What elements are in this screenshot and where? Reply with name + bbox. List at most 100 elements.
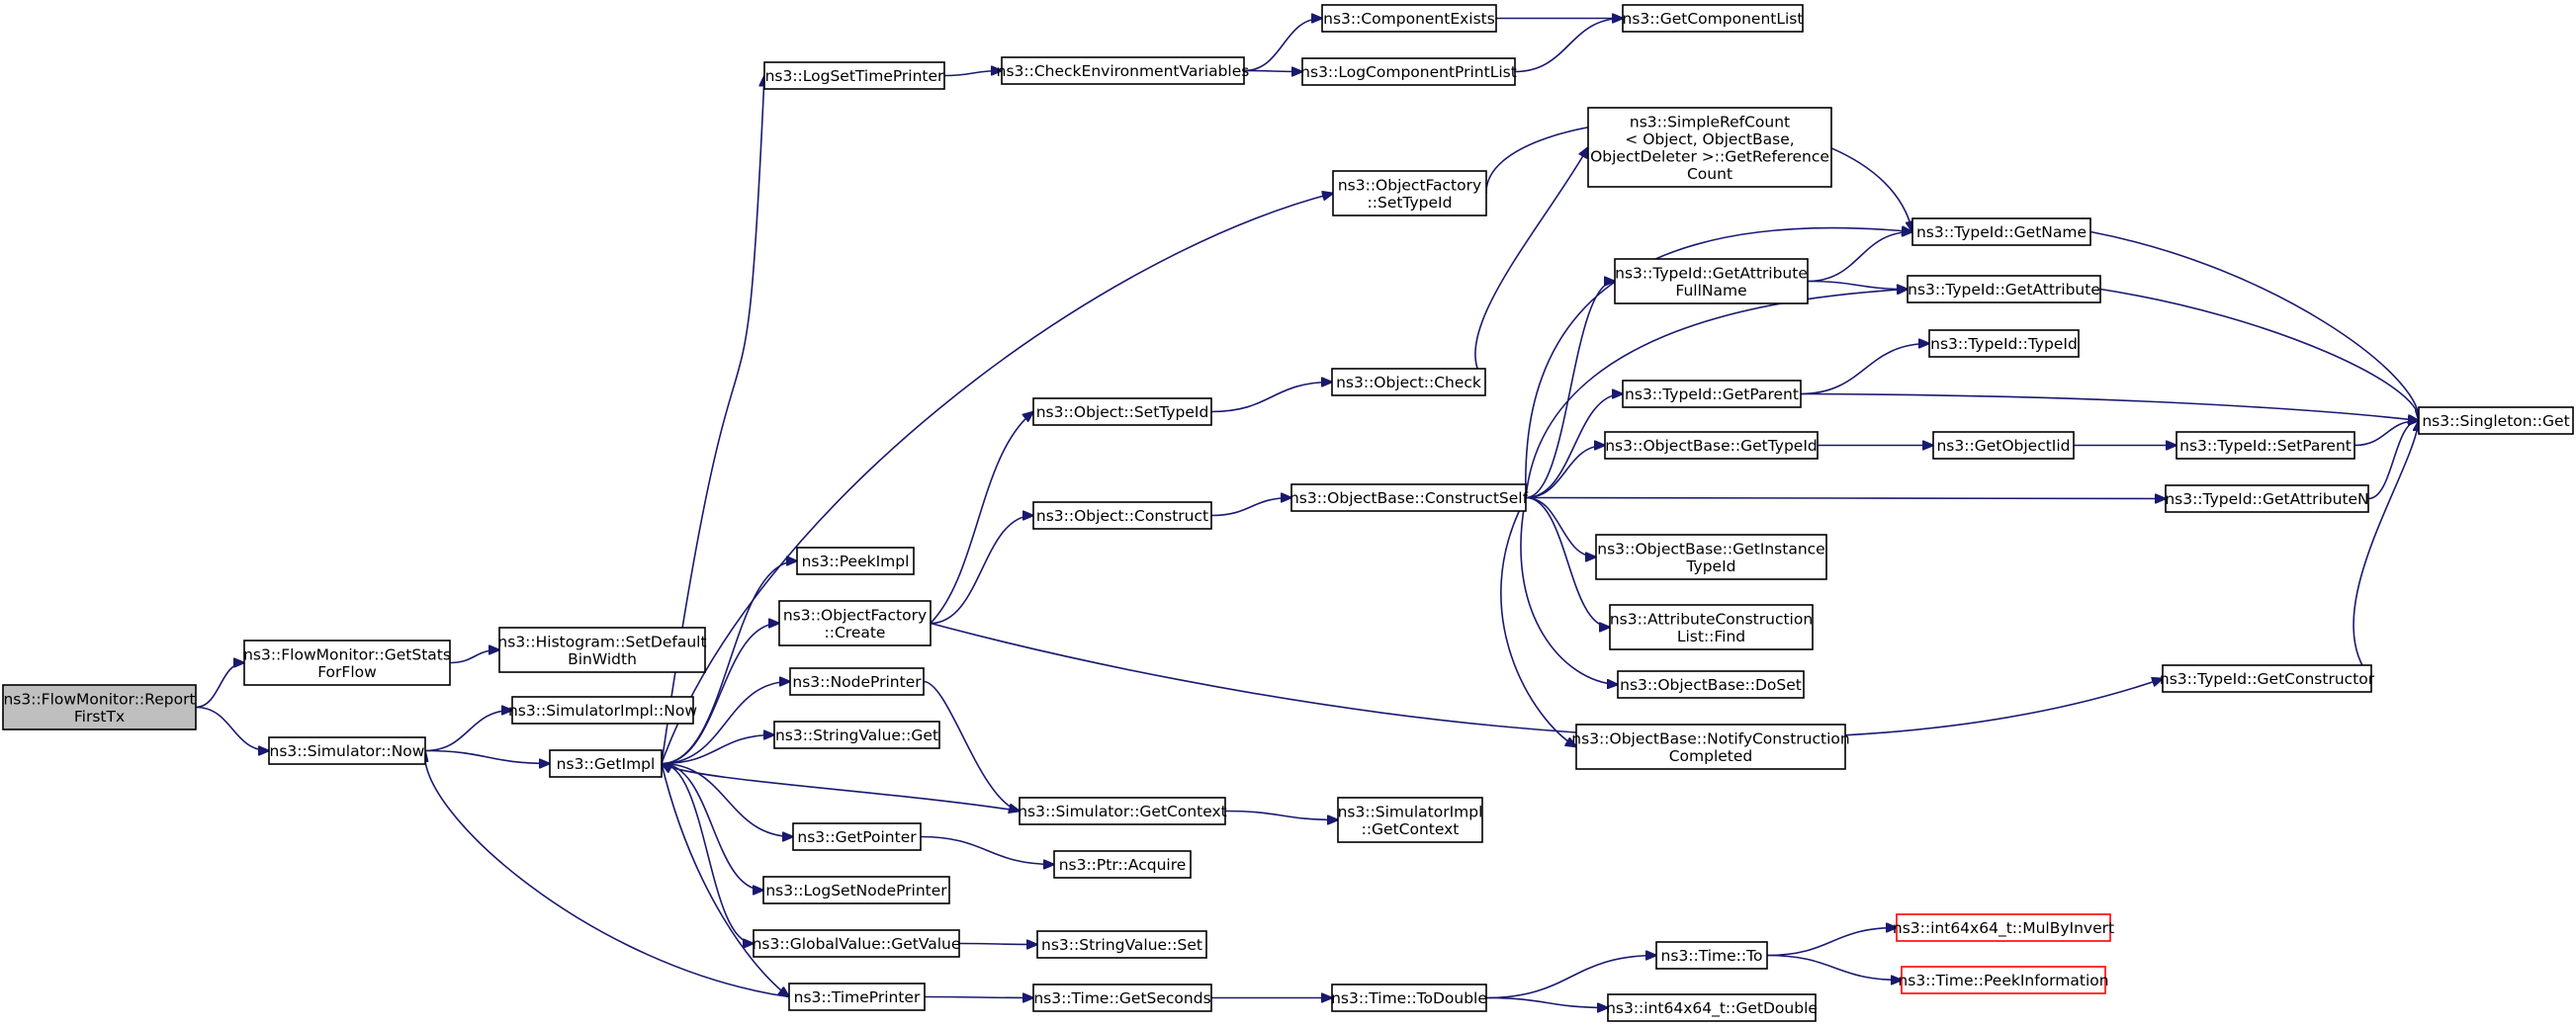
node-objcheck[interactable]: ns3::Object::Check xyxy=(1331,368,1486,396)
edge-timeto-to-peekinfo xyxy=(1766,954,1902,981)
node-label: ns3::ObjectFactory xyxy=(783,606,927,624)
node-box xyxy=(498,627,706,673)
node-timegetsec[interactable]: ns3::Time::GetSeconds xyxy=(1032,984,1212,1012)
edge-checkenv-to-compexists xyxy=(1243,19,1322,72)
edge-getimpl-to-timeprinter xyxy=(661,763,789,997)
node-getcomplist[interactable]: ns3::GetComponentList xyxy=(1622,4,1804,33)
node-peekimpl[interactable]: ns3::PeekImpl xyxy=(796,547,915,575)
node-singletonget[interactable]: ns3::Singleton::Get xyxy=(2418,406,2574,435)
node-box xyxy=(1607,993,1817,1022)
node-label: ns3::TypeId::GetParent xyxy=(1625,385,1799,403)
edge-objconstruct-to-objbaseconstruct xyxy=(1210,498,1291,517)
node-box xyxy=(1301,57,1516,86)
node-logcompprint[interactable]: ns3::LogComponentPrintList xyxy=(1300,57,1517,86)
edge-objbaseconstruct-to-getparent xyxy=(1525,394,1623,499)
node-box xyxy=(1928,329,2080,358)
node-objconstruct[interactable]: ns3::Object::Construct xyxy=(1032,501,1212,530)
node-label: ns3::TimePrinter xyxy=(794,988,921,1006)
edge-getpointer-to-ptracquire xyxy=(920,835,1054,865)
edges-layer xyxy=(195,19,2419,1008)
node-peekinfo[interactable]: ns3::Time::PeekInformation xyxy=(1898,966,2109,994)
node-doset[interactable]: ns3::ObjectBase::DoSet xyxy=(1617,670,1805,699)
node-box xyxy=(1595,534,1827,580)
node-box xyxy=(1331,368,1486,396)
edge-timeto-to-mulbyinvert xyxy=(1766,928,1897,957)
edge-objfactcreate-to-objconstruct xyxy=(930,516,1033,625)
node-label: ns3::Simulator::Now xyxy=(270,742,425,760)
node-box xyxy=(789,667,925,696)
edge-objbaseconstruct-to-getinstancetypeid xyxy=(1525,496,1596,557)
node-objbasegettypeid[interactable]: ns3::ObjectBase::GetTypeId xyxy=(1604,431,1819,460)
node-strvalset[interactable]: ns3::StringValue::Set xyxy=(1036,930,1207,959)
node-box xyxy=(243,640,451,686)
node-simnow[interactable]: ns3::Simulator::Now xyxy=(268,736,426,765)
node-timeto[interactable]: ns3::Time::To xyxy=(1655,941,1768,970)
node-logsetnode[interactable]: ns3::LogSetNodePrinter xyxy=(762,876,950,904)
node-getpointer[interactable]: ns3::GetPointer xyxy=(792,822,922,851)
edge-objbaseconstruct-to-typeidgetattr xyxy=(1525,290,1908,498)
node-label: ns3::ObjectBase::GetInstance xyxy=(1597,540,1824,557)
node-simgetctx[interactable]: ns3::Simulator::GetContext xyxy=(1018,797,1227,825)
node-strvalget[interactable]: ns3::StringValue::Get xyxy=(773,721,940,749)
node-label: ::GetContext xyxy=(1362,820,1460,838)
edge-objbaseconstruct-to-doset xyxy=(1520,497,1618,685)
node-box xyxy=(763,61,945,90)
edge-getimpl-to-objfactsettypeid xyxy=(661,194,1333,764)
node-typeidgetname[interactable]: ns3::TypeId::GetName xyxy=(1911,217,2091,246)
node-getattrn[interactable]: ns3::TypeId::GetAttributeN xyxy=(2165,484,2369,513)
node-getconstructor[interactable]: ns3::TypeId::GetConstructor xyxy=(2160,664,2375,693)
node-getobjectiid[interactable]: ns3::GetObjectIid xyxy=(1932,431,2075,460)
node-objbaseconstruct[interactable]: ns3::ObjectBase::ConstructSelf xyxy=(1289,483,1529,512)
node-box xyxy=(1655,941,1768,970)
node-box xyxy=(1622,380,1802,408)
node-label: ns3::TypeId::GetAttribute xyxy=(1908,281,2100,299)
node-typeidsetparent[interactable]: ns3::TypeId::SetParent xyxy=(2176,431,2355,460)
node-label: ns3::TypeId::GetAttributeN xyxy=(2165,490,2368,508)
node-typeidgetattr[interactable]: ns3::TypeId::GetAttribute xyxy=(1907,275,2101,303)
node-timeprinter[interactable]: ns3::TimePrinter xyxy=(788,983,926,1011)
node-nodeprinter[interactable]: ns3::NodePrinter xyxy=(789,667,925,696)
node-label: ::SetTypeId xyxy=(1368,194,1453,212)
node-notifyconstr[interactable]: ns3::ObjectBase::NotifyConstructionCompl… xyxy=(1571,724,1850,770)
node-globalval[interactable]: ns3::GlobalValue::GetValue xyxy=(753,929,961,958)
node-ptracquire[interactable]: ns3::Ptr::Acquire xyxy=(1053,850,1192,879)
node-compexists[interactable]: ns3::ComponentExists xyxy=(1321,4,1497,33)
node-mulbyinvert[interactable]: ns3::int64x64_t::MulByInvert xyxy=(1893,913,2114,942)
node-box xyxy=(1911,217,2091,246)
node-typeidtypeid[interactable]: ns3::TypeId::TypeId xyxy=(1928,329,2080,358)
node-label: ObjectDeleter >::GetReference xyxy=(1590,147,1829,165)
node-box xyxy=(1932,431,2075,460)
edge-getimpl-to-nodeprinter xyxy=(661,682,790,765)
node-getparent[interactable]: ns3::TypeId::GetParent xyxy=(1622,380,1802,408)
node-objfactsettypeid[interactable]: ns3::ObjectFactory::SetTypeId xyxy=(1332,170,1487,216)
node-label: ns3::PeekImpl xyxy=(802,553,910,570)
node-logsettime[interactable]: ns3::LogSetTimePrinter xyxy=(763,61,945,90)
node-label: ns3::Object::SetTypeId xyxy=(1036,403,1209,421)
node-objsettypeid[interactable]: ns3::Object::SetTypeId xyxy=(1032,397,1212,426)
node-timetodouble[interactable]: ns3::Time::ToDouble xyxy=(1331,984,1487,1012)
node-getdouble[interactable]: ns3::int64x64_t::GetDouble xyxy=(1606,993,1818,1022)
node-checkenv[interactable]: ns3::CheckEnvironmentVariables xyxy=(997,56,1250,85)
node-simimplgetctx[interactable]: ns3::SimulatorImpl::GetContext xyxy=(1337,797,1483,843)
node-label: TypeId xyxy=(1685,557,1735,575)
edge-simnow-to-getimpl xyxy=(424,749,550,764)
node-label: ns3::Histogram::SetDefault xyxy=(497,633,706,650)
node-label: ns3::Simulator::GetContext xyxy=(1018,803,1227,820)
node-simplerefcount[interactable]: ns3::SimpleRefCount< Object, ObjectBase,… xyxy=(1587,107,1832,188)
node-box xyxy=(1901,966,2106,994)
node-getimpl[interactable]: ns3::GetImpl xyxy=(549,749,663,778)
node-label: ns3::Time::GetSeconds xyxy=(1033,989,1210,1007)
edge-timetodouble-to-getdouble xyxy=(1485,996,1608,1008)
node-label: ns3::StringValue::Set xyxy=(1041,936,1202,954)
node-simimplnow[interactable]: ns3::SimulatorImpl::Now xyxy=(508,696,697,725)
node-label: ns3::AttributeConstruction xyxy=(1610,610,1813,628)
node-label: ns3::TypeId::GetConstructor xyxy=(2160,670,2375,688)
node-box xyxy=(1332,170,1487,216)
node-box xyxy=(778,600,932,646)
node-objfactcreate[interactable]: ns3::ObjectFactory::Create xyxy=(778,600,932,646)
